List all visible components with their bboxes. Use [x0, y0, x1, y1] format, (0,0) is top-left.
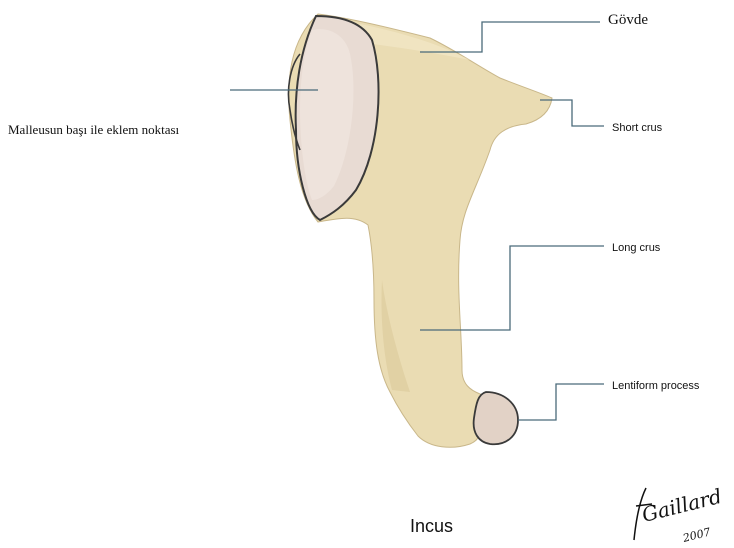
label-body: Gövde: [608, 12, 648, 28]
label-lentiform-process: Lentiform process: [612, 380, 700, 392]
label-short-crus: Short crus: [612, 122, 663, 134]
caption: Incus: [410, 516, 453, 536]
label-long-crus: Long crus: [612, 242, 661, 254]
signature: Gaillard 2007: [634, 484, 724, 545]
incus-bone: [288, 14, 552, 447]
label-articulation: Malleusun başı ile eklem noktası: [8, 122, 180, 137]
leader-lentiform: [518, 384, 604, 420]
svg-text:2007: 2007: [681, 526, 712, 546]
lentiform-process-shape: [474, 392, 518, 444]
svg-text:Gaillard: Gaillard: [639, 484, 724, 527]
